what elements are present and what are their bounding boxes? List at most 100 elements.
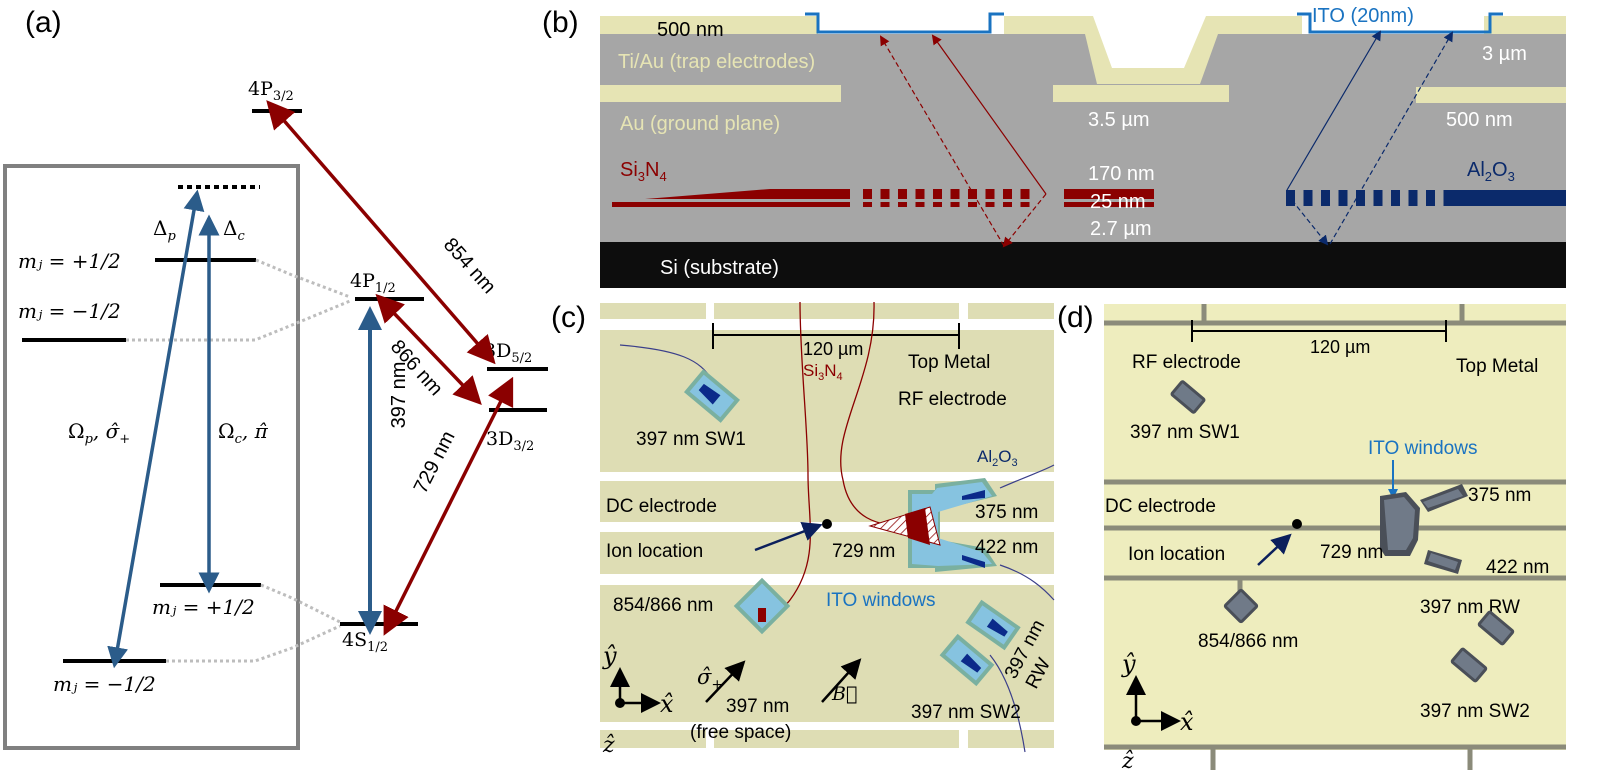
free-space-wavelength-label: 397 nm [726,696,789,717]
alo-grating-tooth [1286,190,1295,206]
electrode-bottom-1 [600,730,706,748]
axis-z-label-d: ẑ [1121,749,1134,770]
grating-sw1-label-d: 397 nm SW1 [1130,422,1240,443]
sin-grating-tooth [968,202,977,207]
probe-arrow [107,189,205,669]
via-trench [1093,15,1208,70]
ground-plane-mid [1053,85,1229,102]
grating-rw-c [965,599,1021,651]
alo-grating-tooth [1426,190,1435,206]
level-4p32-label: 4P3/2 [248,78,294,104]
top-metal-mid [1004,16,1092,34]
sin-beam-down [1002,193,1047,248]
sin-bottom-layer [612,202,850,207]
axis-x-label-c: x̂ [660,690,674,718]
zeeman-s-plus-label: mⱼ = +1/2 [152,595,255,619]
grating-sw1-label-c: 397 nm SW1 [636,429,746,450]
grating-rw-label-d: 397 nm RW [1420,597,1520,618]
alo-grating-tooth [1303,190,1313,206]
axis-origin-c [615,698,625,708]
level-3d52-label: 3D5/2 [484,340,532,366]
free-space-beam-arrow [705,660,746,703]
zeeman-s-minus-label: mⱼ = −1/2 [53,672,156,696]
ito-window-right [1297,12,1503,34]
sin-label-c: Si3N4 [803,361,843,383]
panel-d-label: (d) [1057,301,1094,334]
grating-sw1-c [683,369,741,423]
rf-electrode-label-c: RF electrode [898,389,1007,410]
dc-electrode-label-d: DC electrode [1105,496,1216,517]
alo-grating-tooth [1321,190,1330,206]
sin-beam-reflect [879,35,1005,247]
sin-grating [863,189,1030,207]
sin-waveguide-2 [840,301,901,527]
alo-label-c: Al2O3 [977,447,1018,469]
grating-729-label-c: 729 nm [832,541,895,562]
sin-taper [645,189,850,199]
ito-windows-label-d: ITO windows [1368,438,1477,459]
sin-grating-tooth [863,202,872,207]
sin-grating-tooth [915,202,925,207]
dim-2-7um: 2.7 µm [1090,218,1152,240]
coupling-detuning-label: Δc [223,216,245,244]
bfield-arrow [821,658,862,703]
level-3d32-label: 3D3/2 [486,428,534,454]
sin-grating-tooth [1003,202,1012,207]
sin-grating-tooth [1003,189,1012,199]
alo-waveguide [1452,190,1566,206]
trap-electrodes-label: Ti/Au (trap electrodes) [618,51,815,73]
electrode-top-2 [714,303,959,319]
sin-grating-tooth [985,202,995,207]
sin-grating-tooth [933,189,942,199]
zeeman-p-plus-label: mⱼ = +1/2 [18,249,121,273]
sin-grating-tooth [898,189,907,199]
scale-bar-c-label: 120 µm [803,339,863,359]
alo-grating-tooth [1356,190,1365,206]
sin-grating-tooth [880,189,890,199]
top-metal-right [1484,16,1566,34]
ito-windows-label-c: ITO windows [826,590,935,611]
top-metal-label-d: Top Metal [1456,356,1538,377]
ion-dot-d [1292,519,1302,529]
ion-location-arrow-d [1257,533,1292,566]
alo-beam-down [1286,193,1329,246]
sin-right-bottom [1064,202,1154,207]
sin-grating-tooth [968,189,977,199]
alo-beam-up [1286,30,1382,191]
coupling-coupling-label: Ωc, π̂ [218,419,269,447]
sin-grating-tooth [880,202,890,207]
electrode-top-3 [968,303,1054,319]
sin-grating-tooth [898,202,907,207]
panel-a: (a) 4P3/2 4P1/2 3D5/2 3D3/2 4S1/2 mⱼ = +… [3,6,548,750]
grating-sw2-c [939,633,995,687]
scale-bar-d-label: 120 µm [1310,337,1370,357]
grating-cluster-d [1380,484,1468,574]
level-4p12-label: 4P1/2 [350,270,396,296]
sin-label: Si3N4 [620,159,667,184]
alo-grating-tooth [1373,190,1383,206]
grating-sw1-d [1170,380,1206,414]
axis-z-label-c: ẑ [602,733,615,758]
grating-422-label-d: 422 nm [1486,557,1549,578]
free-space-pol-label: σ̂+ [697,665,723,693]
ion-location-label-c: Ion location [606,541,703,562]
rf-electrode-label-d: RF electrode [1132,352,1241,373]
alo-label: Al2O3 [1467,159,1515,184]
zeeman-p-minus-label: mⱼ = −1/2 [18,299,121,323]
grating-854-d [1223,588,1259,624]
grating-sw2-d [1450,647,1488,683]
panel-a-label: (a) [25,6,62,39]
grating-729-label-d: 729 nm [1320,542,1383,563]
transition-854-label: 854 nm [439,234,500,298]
alo-beam-reflect [1329,31,1454,245]
grating-854-label-c: 854/866 nm [613,595,713,616]
electrode-gaps-d [1104,304,1566,770]
bfield-label: B⃗ [831,683,857,705]
sin-grating-tooth [985,189,995,199]
dim-500nm: 500 nm [1446,109,1513,131]
ground-plane-left [600,85,841,102]
free-space-note-label: (free space) [690,722,791,743]
probe-coupling-label: Ωp, σ̂+ [68,419,130,447]
electrode-bottom-2 [714,730,959,748]
